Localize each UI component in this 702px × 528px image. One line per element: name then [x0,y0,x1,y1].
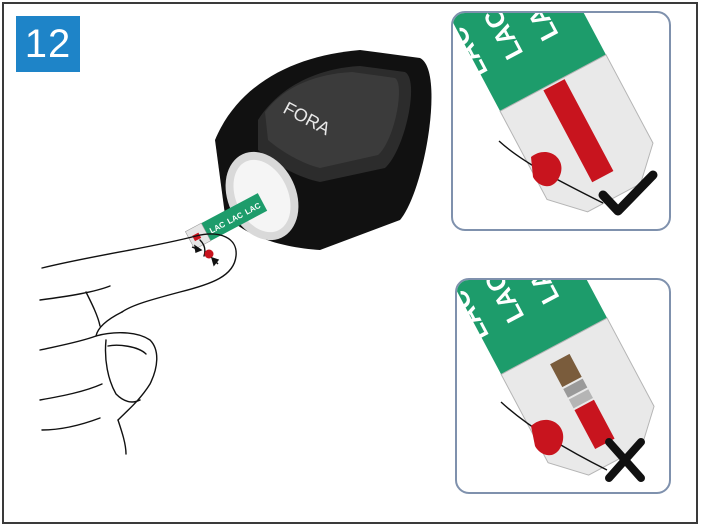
finger-illustration [40,234,236,454]
correct-sample-panel: LAC LAC LAC [451,11,671,231]
blood-drop [205,250,214,259]
incorrect-sample-panel: LAC LAC LAC [455,278,671,494]
blood-sample-2 [531,420,563,455]
blood-sample [531,152,561,186]
incorrect-sample-illustration: LAC LAC LAC [457,280,671,494]
correct-sample-illustration: LAC LAC LAC [453,13,671,231]
